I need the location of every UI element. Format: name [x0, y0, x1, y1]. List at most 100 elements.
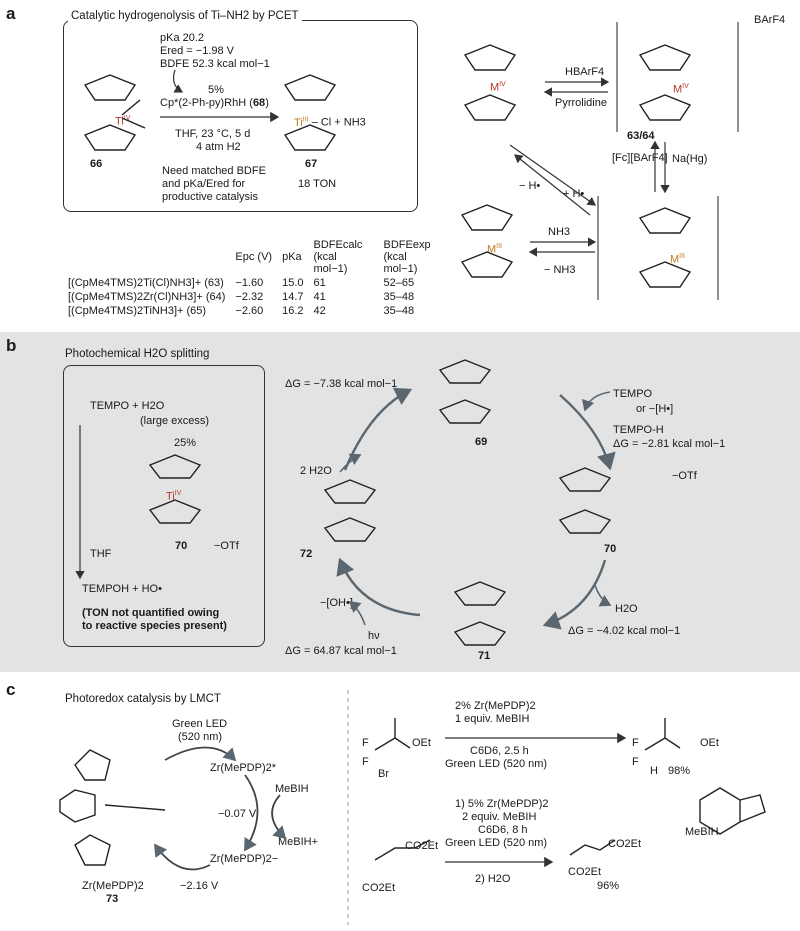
- metallocene-67: [283, 74, 337, 151]
- note-line-2: and pKa/Ered for: [162, 178, 246, 190]
- cp-ring: [463, 44, 517, 71]
- panel-b-box: [63, 365, 265, 647]
- arrow-catalyst-curve: [172, 69, 184, 93]
- bromo-ester: [374, 718, 411, 751]
- reduction-nahg: Na(Hg): [672, 153, 708, 165]
- catalyst-loading: 5%: [208, 84, 224, 96]
- mebih-out: MeBIH+: [278, 836, 319, 848]
- catalyst-number: 73: [106, 893, 119, 905]
- rxn1-br: Br: [378, 768, 389, 780]
- minus-h-atom: − H•: [519, 180, 541, 192]
- cp-ring: [463, 94, 517, 121]
- box-note-1: (TON not quantified owing: [82, 607, 220, 619]
- cycle-tempo: TEMPO: [613, 388, 653, 400]
- metal-iv-top-left: MIV: [490, 81, 506, 94]
- product-ton: 18 TON: [298, 178, 337, 190]
- cycle-dg3: ΔG = −4.02 kcal mol−1: [568, 625, 681, 637]
- compound-67-label: 67: [305, 158, 318, 170]
- cp-ring: [148, 499, 202, 524]
- box-equation: TEMPO + H2O: [90, 400, 165, 412]
- rxn1-f4: F: [632, 756, 639, 768]
- cycle-dg1: ΔG = −7.38 kcal mol−1: [285, 378, 398, 390]
- compound-63-64-label: 63/64: [627, 130, 655, 142]
- condition-1: THF, 23 °C, 5 d: [175, 128, 251, 140]
- cp-ring: [453, 581, 507, 606]
- cp-ring: [558, 509, 612, 534]
- cycle-dg2: ΔG = −2.81 kcal mol−1: [613, 438, 726, 450]
- cycle-oh-loss: −[OH•]: [320, 597, 353, 609]
- reagent-hbarf4: HBArF4: [565, 66, 605, 78]
- photoredox-cycle-right: [244, 774, 259, 852]
- box-loading: 25%: [174, 437, 197, 449]
- metal-iii-right: MIII: [670, 253, 686, 266]
- rxn2-bottom: 2) H2O: [475, 873, 511, 885]
- zr-pdp-structure: [59, 749, 166, 866]
- header-pka: pKa: [282, 251, 302, 263]
- header-bdfe-exp: BDFEexp (kcal mol−1): [383, 239, 431, 275]
- bdfe-table: Epc (V) pKa BDFEcalc (kcal mol−1) BDFEex…: [63, 238, 449, 318]
- cp-ring: [148, 454, 202, 479]
- panel-c-letter: c: [6, 680, 16, 699]
- cycle-hv: hν: [368, 630, 380, 642]
- cp-ring: [438, 399, 492, 424]
- potential-1: −0.07 V: [218, 808, 257, 820]
- rxn2-top-4: Green LED (520 nm): [445, 837, 548, 849]
- nh3-label: NH3: [548, 226, 571, 238]
- cycle-h2o: H2O: [615, 603, 638, 615]
- rxn1-f1: F: [362, 737, 369, 749]
- cp-ring: [453, 621, 507, 646]
- light-line-2: (520 nm): [178, 731, 223, 743]
- mebih-in: MeBIH: [275, 783, 309, 795]
- rxn1-top-1: 2% Zr(MePDP)2: [455, 700, 536, 712]
- rxn1-oet-right: OEt: [700, 737, 719, 749]
- rxn2-ester-sm-2: CO2Et: [362, 882, 396, 894]
- cp-ring: [323, 479, 377, 504]
- cp-ring: [638, 44, 692, 71]
- cycle-otf: −OTf: [672, 470, 697, 482]
- catalyst-name: Cp*(2-Ph-py)RhH (68): [160, 97, 269, 109]
- box-ti-iv: TiIV: [166, 490, 182, 503]
- water-splitting-cycle: [336, 387, 616, 630]
- potential-2: −2.16 V: [180, 880, 219, 892]
- rxn2-top-1: 1) 5% Zr(MePDP)2: [455, 798, 549, 810]
- metallocene-66: [83, 74, 146, 151]
- two-water-in-arrow: [339, 453, 362, 473]
- light-line-1: Green LED: [172, 718, 228, 730]
- oh-out-arrow: [348, 601, 366, 626]
- tempo-in-arrow: [581, 391, 611, 412]
- condition-2: 4 atm H2: [196, 141, 241, 153]
- cycle-tempo-h: TEMPO-H: [613, 424, 664, 436]
- rxn2-top-3: C6D6, 8 h: [478, 824, 528, 836]
- note-line-1: Need matched BDFE: [162, 165, 266, 177]
- rxn1-h: H: [650, 765, 658, 777]
- reactant-ered: Ered = −1.98 V: [160, 45, 234, 57]
- panel-b-title: Photochemical H2O splitting: [65, 348, 210, 360]
- minus-nh3-label: − NH3: [544, 264, 576, 276]
- rxn2-ester-pr-1: CO2Et: [608, 838, 642, 850]
- cycle-or-h: or −[H•]: [636, 403, 674, 415]
- cp-ring: [323, 517, 377, 542]
- cycle-compound-72: 72: [300, 548, 313, 560]
- rxn2-top-2: 2 equiv. MeBIH: [462, 811, 537, 823]
- panel-b-letter: b: [6, 336, 17, 355]
- product-text: TiIII – Cl + NH3: [294, 116, 366, 129]
- panel-a-title: Catalytic hydrogenolysis of Ti–NH2 by PC…: [68, 10, 302, 23]
- cycle-dg4: ΔG = 64.87 kcal mol−1: [285, 645, 397, 657]
- note-line-3: productive catalysis: [162, 191, 258, 203]
- cycle-two-h2o: 2 H2O: [300, 465, 332, 477]
- cp-ring: [460, 204, 514, 231]
- mebih-structure-label: MeBIH: [685, 826, 719, 838]
- box-solvent: THF: [90, 548, 112, 560]
- reactant-pka: pKa 20.2: [160, 32, 205, 44]
- cp-ring: [638, 94, 692, 121]
- cycle-compound-69: 69: [475, 436, 488, 448]
- water-out-arrow: [594, 584, 612, 607]
- rxn1-bottom-2: Green LED (520 nm): [445, 758, 548, 770]
- cp-ring: [438, 359, 492, 384]
- rxn1-f2: F: [362, 756, 369, 768]
- photoredox-cycle-top: [164, 746, 237, 762]
